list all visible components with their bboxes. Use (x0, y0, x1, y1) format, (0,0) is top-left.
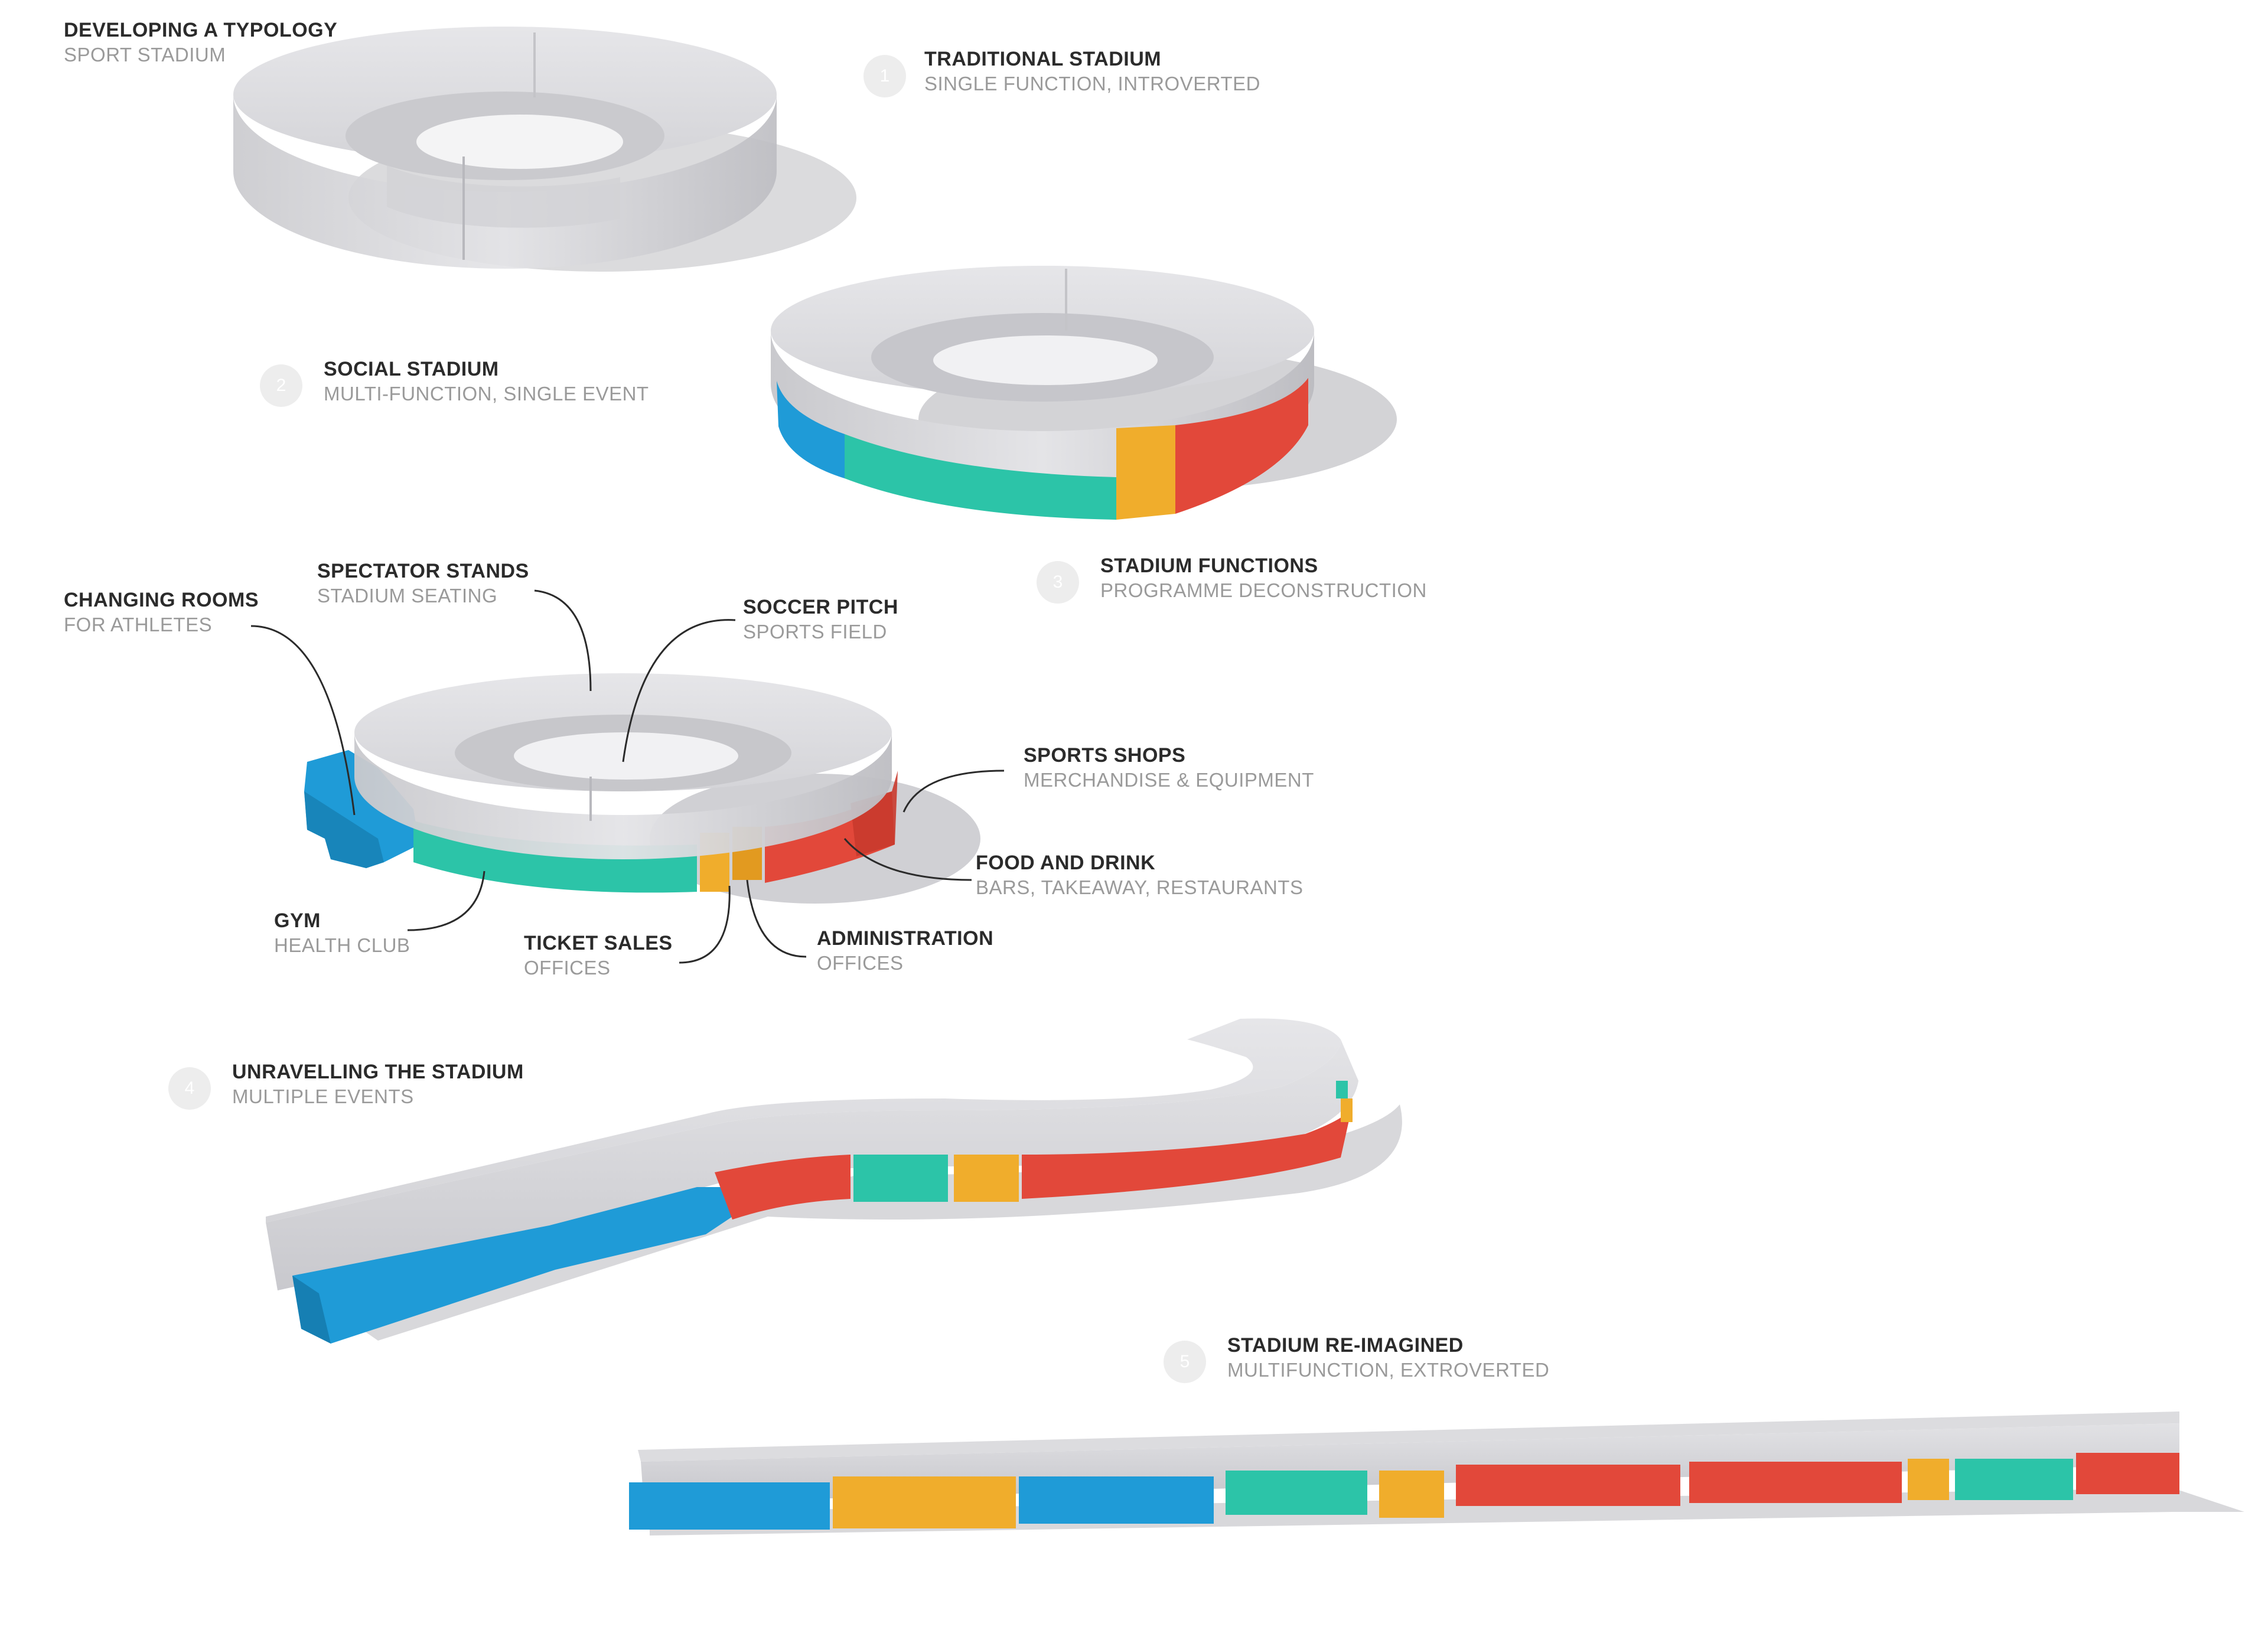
food-and-drink-subtitle: BARS, TAKEAWAY, RESTAURANTS (976, 876, 1304, 898)
step-1-subtitle: SINGLE FUNCTION, INTROVERTED (924, 73, 1260, 94)
step-3-title: STADIUM FUNCTIONS (1100, 555, 1318, 577)
step-2-subtitle: MULTI-FUNCTION, SINGLE EVENT (324, 383, 649, 405)
stadium-4-wall-top (266, 1018, 1341, 1222)
step-5-title: STADIUM RE-IMAGINED (1227, 1334, 1464, 1357)
changing-rooms-subtitle: FOR ATHLETES (64, 614, 213, 635)
header: DEVELOPING A TYPOLOGY SPORT STADIUM (64, 18, 337, 67)
spectator-stands-subtitle: STADIUM SEATING (317, 585, 498, 607)
step-badge-5: 5 (1164, 1341, 1206, 1383)
stadium-4-ticket-sales (954, 1155, 1019, 1202)
header-subtitle: SPORT STADIUM (64, 44, 226, 66)
spectator-stands-title: SPECTATOR STANDS (317, 560, 529, 582)
ticket-sales-subtitle: OFFICES (524, 957, 611, 979)
step-2-label: SOCIAL STADIUM MULTI-FUNCTION, SINGLE EV… (324, 357, 649, 406)
stadium-3-changing-rooms-shade (304, 791, 384, 868)
stadium-5-wall-top (638, 1411, 2179, 1462)
stadium-4-food-and-drink-b (1022, 1104, 1353, 1199)
stadium-5-ticket-sales-a (833, 1476, 1016, 1528)
soccer-pitch-subtitle: SPORTS FIELD (743, 621, 887, 643)
stadium-4-end-ticket (1341, 1098, 1353, 1122)
stadium-2-band-ticket-sales (1116, 425, 1175, 520)
stadium-unravelling (266, 1018, 1402, 1344)
stadium-5-gym-b (1955, 1459, 2073, 1500)
leader-food-and-drink (843, 838, 972, 881)
stadium-4-gym (853, 1155, 948, 1202)
stadium-5-changing-rooms-b (1019, 1476, 1214, 1524)
stadium-4-changing-rooms-shade (292, 1276, 331, 1344)
leader-soccer-pitch (622, 619, 736, 762)
step-2-title: SOCIAL STADIUM (324, 358, 499, 380)
soccer-pitch-title: SOCCER PITCH (743, 596, 898, 618)
stadium-reimagined (629, 1411, 2244, 1536)
stadium-5-food-and-drink-b (1689, 1462, 1902, 1503)
leader-sports-shops (902, 770, 1005, 813)
step-5-label: STADIUM RE-IMAGINED MULTIFUNCTION, EXTRO… (1227, 1333, 1549, 1383)
stadium-4-food-and-drink-a (715, 1155, 850, 1220)
step-5-subtitle: MULTIFUNCTION, EXTROVERTED (1227, 1359, 1550, 1381)
stadium-3-pitch-hole (514, 732, 738, 780)
step-1-title: TRADITIONAL STADIUM (924, 48, 1162, 70)
step-badge-4: 4 (168, 1067, 211, 1110)
administration-subtitle: OFFICES (817, 952, 904, 974)
leader-gym (407, 871, 485, 931)
gym-subtitle: HEALTH CLUB (274, 934, 410, 956)
callout-spectator-stands: SPECTATOR STANDS STADIUM SEATING (317, 559, 529, 608)
stadium-2-band-food-drink (1175, 378, 1308, 514)
stadium-functions (304, 673, 980, 904)
stadium-2-band-gym (845, 434, 1116, 520)
callout-gym: GYM HEALTH CLUB (274, 908, 410, 958)
stadium-2-band-changing-rooms (777, 381, 845, 478)
callout-administration: ADMINISTRATION OFFICES (817, 926, 993, 976)
stadium-1-outer-wall (233, 94, 777, 269)
stadium-traditional (233, 27, 856, 272)
step-1-label: TRADITIONAL STADIUM SINGLE FUNCTION, INT… (924, 47, 1260, 96)
step-badge-1: 1 (863, 55, 906, 97)
sports-shops-subtitle: MERCHANDISE & EQUIPMENT (1024, 769, 1314, 791)
leader-changing-rooms (250, 625, 356, 816)
leader-spectator-stands (534, 589, 592, 692)
callout-ticket-sales: TICKET SALES OFFICES (524, 931, 673, 980)
stadium-3-sports-shops (850, 771, 898, 856)
callout-sports-shops: SPORTS SHOPS MERCHANDISE & EQUIPMENT (1024, 743, 1314, 793)
stadium-3-outer-wall (354, 732, 892, 859)
administration-title: ADMINISTRATION (817, 927, 994, 950)
step-3-subtitle: PROGRAMME DECONSTRUCTION (1100, 579, 1427, 601)
stadium-1-pitch-hole (416, 115, 623, 169)
sports-shops-title: SPORTS SHOPS (1024, 744, 1186, 767)
stadium-2-pitch-hole (933, 335, 1158, 385)
stadium-4-shadow (319, 1104, 1402, 1341)
stadium-1-inner-wall (387, 165, 620, 228)
step-4-subtitle: MULTIPLE EVENTS (232, 1085, 414, 1107)
step-badge-3: 3 (1037, 561, 1079, 604)
leader-administration (746, 879, 807, 958)
stadium-5-food-and-drink-a (1456, 1465, 1680, 1506)
stadium-4-changing-rooms (292, 1187, 732, 1344)
stadium-5-changing-rooms-a (629, 1482, 830, 1530)
stadium-5-gym-a (1226, 1471, 1367, 1515)
step-4-label: UNRAVELLING THE STADIUM MULTIPLE EVENTS (232, 1060, 524, 1109)
leader-ticket-sales (679, 885, 731, 964)
changing-rooms-title: CHANGING ROOMS (64, 589, 259, 611)
stadium-5-ticket-sales-b (1379, 1471, 1444, 1518)
step-4-title: UNRAVELLING THE STADIUM (232, 1061, 524, 1083)
step-badge-2: 2 (260, 364, 302, 407)
callout-soccer-pitch: SOCCER PITCH SPORTS FIELD (743, 595, 898, 644)
stadium-4-end-gym (1336, 1081, 1348, 1098)
callout-changing-rooms: CHANGING ROOMS FOR ATHLETES (64, 588, 259, 637)
stadium-5-ticket-sales-c (1908, 1459, 1949, 1500)
stadium-social (771, 266, 1397, 520)
header-title: DEVELOPING A TYPOLOGY (64, 19, 338, 41)
leader-lines (250, 589, 1005, 964)
gym-title: GYM (274, 909, 321, 932)
food-and-drink-title: FOOD AND DRINK (976, 852, 1156, 874)
ticket-sales-title: TICKET SALES (524, 932, 673, 954)
step-3-label: STADIUM FUNCTIONS PROGRAMME DECONSTRUCTI… (1100, 553, 1427, 603)
stadium-5-food-and-drink-c (2076, 1453, 2179, 1494)
callout-food-and-drink: FOOD AND DRINK BARS, TAKEAWAY, RESTAURAN… (976, 850, 1303, 900)
